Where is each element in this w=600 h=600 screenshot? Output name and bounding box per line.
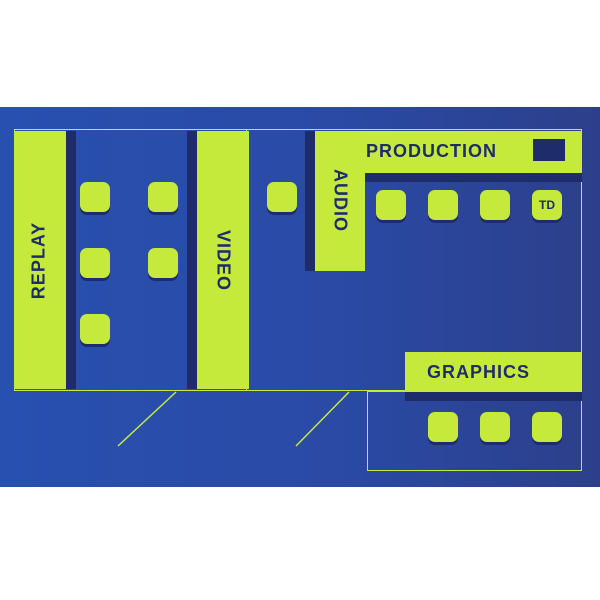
replay-seat-4[interactable] [148, 248, 178, 278]
video-label: VIDEO [213, 229, 234, 291]
video-desk [197, 131, 249, 389]
replay-divider-left [66, 131, 76, 389]
replay-seat-3[interactable] [80, 248, 110, 278]
graphics-desk-edge [405, 392, 582, 401]
production-monitor [533, 139, 565, 161]
production-seat-1[interactable] [376, 190, 406, 220]
production-label: PRODUCTION [366, 141, 497, 161]
replay-seat-2[interactable] [148, 182, 178, 212]
graphics-seat-1[interactable] [428, 412, 458, 442]
audio-label: AUDIO [330, 169, 351, 232]
replay-seat-5[interactable] [80, 314, 110, 344]
td-label: TD [539, 198, 555, 212]
replay-label: REPLAY [28, 221, 49, 300]
replay-divider-right [187, 131, 197, 389]
production-desk-edge [365, 173, 582, 182]
production-seat-2[interactable] [428, 190, 458, 220]
production-seat-3[interactable] [480, 190, 510, 220]
graphics-seat-2[interactable] [480, 412, 510, 442]
graphics-desk [405, 352, 582, 392]
production-seat-td[interactable]: TD [532, 190, 562, 220]
replay-seat-1[interactable] [80, 182, 110, 212]
replay-desk [14, 131, 66, 389]
audio-divider [305, 131, 315, 271]
graphics-label: GRAPHICS [427, 362, 531, 382]
video-seat-1[interactable] [267, 182, 297, 212]
graphics-seat-3[interactable] [532, 412, 562, 442]
audio-desk [315, 131, 365, 271]
